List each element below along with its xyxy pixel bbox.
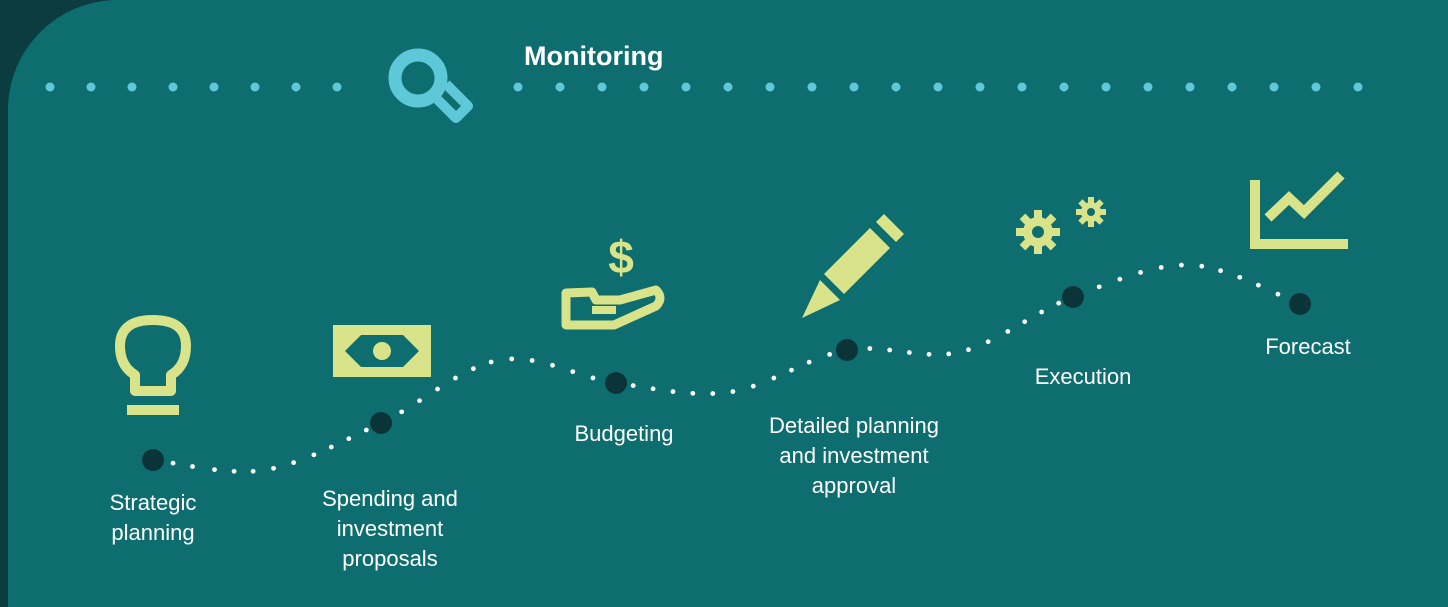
gears-icon <box>1016 197 1106 254</box>
node-execution <box>1062 286 1084 308</box>
lightbulb-icon <box>115 315 191 415</box>
magnifying-glass-icon <box>388 48 473 123</box>
node-budgeting <box>605 372 627 394</box>
dollar-hand-icon: $ <box>561 231 665 330</box>
monitoring-label: Monitoring <box>524 41 664 71</box>
diagram-panel: $ Monitoring Strategic planning Spending… <box>8 0 1448 607</box>
process-diagram: $ <box>45 48 1363 474</box>
node-strategic-planning <box>142 449 164 471</box>
label-spending-proposals: Spending and investment proposals <box>322 486 458 571</box>
label-execution: Execution <box>1034 364 1132 389</box>
label-detailed-planning: Detailed planning and investment approva… <box>768 413 940 498</box>
pencil-icon <box>802 214 904 318</box>
line-chart-icon <box>1250 171 1348 249</box>
label-strategic-planning: Strategic planning <box>109 490 197 545</box>
node-detailed-planning <box>836 339 858 361</box>
banknote-icon <box>333 325 431 377</box>
node-spending-proposals <box>370 412 392 434</box>
monitoring-dotted-line <box>45 82 1363 92</box>
label-budgeting: Budgeting <box>574 421 674 446</box>
node-forecast <box>1289 293 1311 315</box>
svg-text:$: $ <box>608 231 634 283</box>
label-forecast: Forecast <box>1265 334 1351 359</box>
